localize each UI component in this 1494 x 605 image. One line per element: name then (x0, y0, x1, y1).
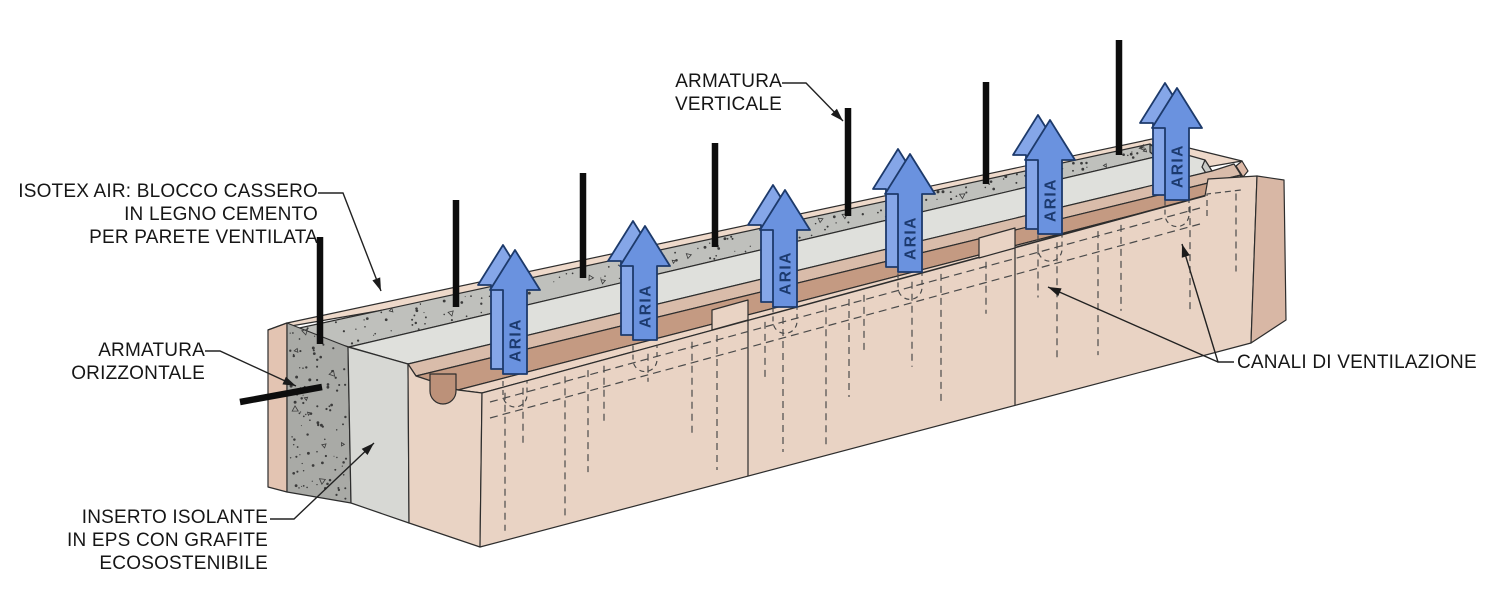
label-leader-lines (205, 82, 1234, 520)
label-inserto-isolante: INSERTO ISOLANTE IN EPS CON GRAFITE ECOS… (0, 506, 268, 575)
label-armatura-orizzontale: ARMATURA ORIZZONTALE (0, 339, 205, 385)
leader-isotex (318, 192, 382, 292)
panel-joint-tab (978, 227, 1016, 259)
label-line: ECOSOSTENIBILE (99, 553, 268, 574)
leader-inserto-isolante (270, 442, 375, 520)
label-line: IN EPS CON GRAFITE (66, 530, 268, 551)
label-line: PER PARETE VENTILATA (89, 227, 318, 248)
label-line: ORIZZONTALE (71, 363, 205, 384)
concrete-cut-face (286, 322, 352, 504)
leader-armatura-orizzontale-arrowhead (282, 376, 296, 386)
svg-text:ARIA: ARIA (1043, 178, 1060, 222)
channel-groove-cutout (429, 373, 457, 405)
eps-cut-face (347, 346, 410, 524)
air-flow-arrows: ARIA ARIA ARIA ARIA ARIA ARIA (477, 82, 1203, 375)
label-armatura-verticale: ARMATURA VERTICALE (480, 70, 782, 116)
panel-joint-tab (711, 299, 749, 331)
leader-canali-1-arrowhead (1181, 244, 1190, 258)
label-line: IN LEGNO CEMENTO (124, 204, 318, 225)
svg-text:ARIA: ARIA (508, 318, 525, 362)
leader-canali-2 (1047, 286, 1219, 363)
label-line: VERTICALE (674, 94, 782, 115)
svg-text:ARIA: ARIA (638, 284, 655, 328)
reinforcement-bars (239, 40, 1123, 406)
label-isotex-air-block: ISOTEX AIR: BLOCCO CASSERO IN LEGNO CEME… (0, 180, 318, 249)
label-line: ISOTEX AIR: BLOCCO CASSERO (18, 181, 318, 202)
svg-text:ARIA: ARIA (903, 216, 920, 260)
leader-isotex-arrowhead (372, 277, 381, 291)
leader-armatura-verticale (782, 82, 844, 122)
front-panel-right-side-face (1250, 175, 1287, 344)
label-canali-di-ventilazione: CANALI DI VENTILAZIONE (1237, 351, 1477, 374)
svg-text:ARIA: ARIA (778, 251, 795, 295)
label-line: ARMATURA (98, 340, 205, 361)
front-panels (479, 175, 1287, 548)
label-line: ARMATURA (675, 71, 782, 92)
leader-armatura-orizzontale (205, 350, 297, 387)
leader-canali-2-arrowhead (1048, 287, 1062, 297)
outer-shell-cut-face (267, 322, 288, 493)
svg-text:ARIA: ARIA (1170, 144, 1187, 188)
leader-inserto-isolante-arrowhead (361, 443, 374, 455)
label-line: INSERTO ISOLANTE (81, 507, 268, 528)
leader-armatura-verticale-arrowhead (830, 108, 843, 121)
hidden-channel-dashed-lines (489, 189, 1242, 531)
label-line: CANALI DI VENTILAZIONE (1237, 352, 1477, 373)
